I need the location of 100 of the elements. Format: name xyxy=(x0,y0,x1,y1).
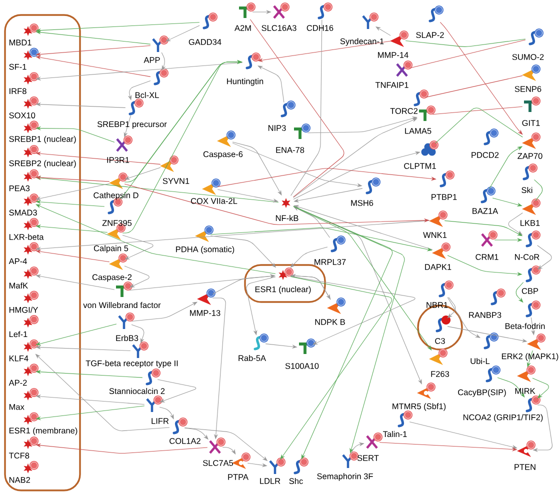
highlight-frame xyxy=(244,264,326,303)
node-label: AP-4 xyxy=(8,258,27,264)
protein-icon xyxy=(254,333,269,350)
protein-icon xyxy=(128,98,144,116)
node-label: MMP-13 xyxy=(190,310,220,316)
protein-icon xyxy=(118,312,135,330)
protein-icon xyxy=(432,242,451,259)
node-label: SF-1 xyxy=(9,64,26,70)
node-label: PDCD2 xyxy=(472,152,499,158)
protein-icon xyxy=(146,395,163,414)
protein-icon xyxy=(146,368,161,386)
protein-icon xyxy=(418,105,436,122)
protein-icon xyxy=(484,332,499,350)
node-label: WNK1 xyxy=(423,232,447,238)
node-label: SUMO-2 xyxy=(512,54,544,60)
arrow xyxy=(36,204,276,274)
protein-icon xyxy=(152,35,169,54)
node-label: NCOA2 (GRIP1/TIF2) xyxy=(463,414,543,422)
arrow xyxy=(159,406,174,420)
protein-icon xyxy=(24,436,39,450)
protein-icon xyxy=(490,288,506,306)
node-label: ErbB3 xyxy=(116,334,138,342)
protein-icon xyxy=(24,169,39,182)
node-label: MafK xyxy=(9,282,28,289)
node-label: MSH6 xyxy=(351,200,374,206)
node-label: SENP6 xyxy=(514,86,542,92)
node-label: COL1A2 xyxy=(170,438,200,444)
protein-icon xyxy=(268,457,286,476)
protein-icon xyxy=(208,437,226,454)
protein-icon xyxy=(24,242,39,255)
node-label: RANBP3 xyxy=(469,312,502,318)
protein-icon xyxy=(114,281,133,298)
protein-icon xyxy=(480,186,496,204)
node-label: Caspase-2 xyxy=(92,274,132,282)
node-label: Stanniocalcin 2 xyxy=(109,388,165,394)
node-label: Rab-5A xyxy=(238,354,266,362)
node-label: CBP xyxy=(522,288,538,294)
node-label: GIT1 xyxy=(522,120,540,126)
protein-icon xyxy=(24,315,39,328)
node-label: Huntingtin xyxy=(227,78,264,86)
node-label: MRPL37 xyxy=(314,259,346,265)
node-label: MMP-14 xyxy=(378,52,408,58)
protein-icon xyxy=(440,170,455,188)
node-label: NAB2 xyxy=(9,477,30,483)
node-label: SMAD3 xyxy=(9,210,37,216)
node-label: SREBP2 (nuclear) xyxy=(9,160,76,168)
node-label: ESR1 (membrane) xyxy=(9,427,78,436)
node-label: SLAP-2 xyxy=(416,32,444,38)
protein-icon xyxy=(116,135,133,152)
node-label: BAZ1A xyxy=(472,208,498,214)
protein-icon xyxy=(24,266,39,279)
node-label: Ski xyxy=(522,186,532,194)
node-label: Cathepsin D xyxy=(94,192,138,200)
node-label: Calpain 5 xyxy=(94,245,128,253)
node-label: Semaphorin 3F xyxy=(317,473,373,481)
node-label: AP-2 xyxy=(8,380,27,386)
node-label: MIRK xyxy=(515,388,536,394)
protein-icon xyxy=(197,288,216,305)
protein-icon xyxy=(480,230,498,248)
arrow xyxy=(122,235,154,260)
protein-icon xyxy=(318,2,333,20)
protein-icon xyxy=(421,140,439,156)
node-label: SOX10 xyxy=(9,112,36,118)
node-label: N-CoR xyxy=(515,254,540,260)
protein-icon xyxy=(362,12,379,30)
protein-icon xyxy=(429,210,448,227)
protein-icon xyxy=(522,198,541,215)
node-label: SREBP1 precursor xyxy=(97,121,167,129)
protein-icon xyxy=(522,132,541,149)
node-label: Ubi-L xyxy=(470,358,490,364)
protein-icon xyxy=(24,120,39,134)
protein-icon xyxy=(202,12,218,30)
node-label: PDHA (somatic) xyxy=(176,246,234,254)
protein-icon xyxy=(390,30,409,47)
protein-icon xyxy=(195,225,214,242)
node-label: TCF8 xyxy=(9,452,30,459)
protein-icon xyxy=(24,218,39,230)
node-label: Talin-1 xyxy=(383,430,407,438)
protein-icon xyxy=(246,52,261,70)
node-label: S100A10 xyxy=(285,363,319,369)
protein-icon xyxy=(414,89,429,106)
protein-icon xyxy=(172,417,188,434)
protein-icon xyxy=(436,315,451,332)
node-label: PEA3 xyxy=(9,185,30,192)
protein-icon xyxy=(527,333,546,350)
node-label: LXR-beta xyxy=(9,234,44,240)
arrow xyxy=(131,324,144,344)
protein-icon xyxy=(330,235,346,252)
node-label: Max xyxy=(9,404,24,410)
protein-icon xyxy=(398,410,413,428)
arrow xyxy=(157,379,196,402)
protein-icon xyxy=(24,460,39,474)
node-label: IRF8 xyxy=(10,88,26,94)
protein-icon xyxy=(154,68,169,86)
node-label: SYVN1 xyxy=(162,178,190,184)
node-label: LKB1 xyxy=(520,220,540,226)
arrow xyxy=(290,246,328,268)
protein-icon xyxy=(24,339,39,352)
protein-icon xyxy=(428,5,444,22)
arrow xyxy=(293,118,418,198)
